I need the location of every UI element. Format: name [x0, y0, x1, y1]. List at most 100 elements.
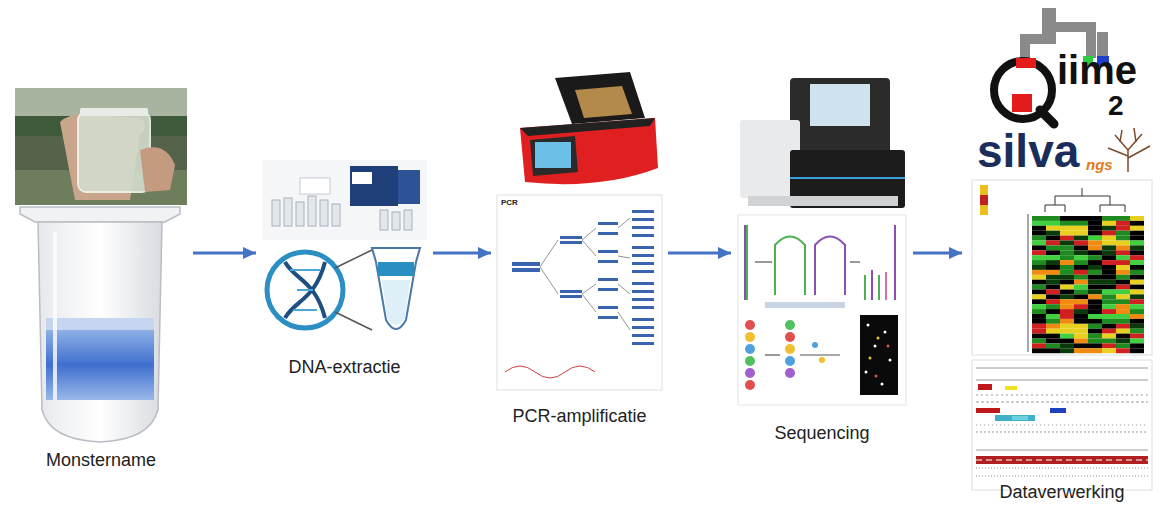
heatmap-cell	[1130, 314, 1144, 319]
heatmap-cell	[1046, 231, 1060, 236]
stage-caption: Dataverwerking	[964, 481, 1160, 503]
heatmap-cell	[1116, 221, 1130, 226]
heatmap-cell	[1130, 275, 1144, 280]
heatmap-cell	[1116, 304, 1130, 309]
heatmap-cell	[1130, 265, 1144, 270]
heatmap-cell	[1060, 324, 1074, 329]
heatmap-cell	[1116, 324, 1130, 329]
heatmap-cell	[1116, 343, 1130, 348]
heatmap-cell	[1088, 270, 1102, 275]
heatmap-cell	[1032, 241, 1046, 246]
heatmap-cell	[1046, 241, 1060, 246]
heatmap-cell	[1130, 299, 1144, 304]
heatmap-cell	[1130, 216, 1144, 221]
heatmap-cell	[1088, 250, 1102, 255]
heatmap-cell	[1116, 348, 1130, 353]
heatmap-cell	[1102, 275, 1116, 280]
spin-column	[20, 207, 180, 442]
heatmap-cell	[1130, 294, 1144, 299]
heatmap-cell	[1074, 226, 1088, 231]
heatmap-cell	[1130, 319, 1144, 324]
heatmap-cell	[1046, 280, 1060, 285]
heatmap-cell	[1060, 329, 1074, 334]
heatmap-cell	[1102, 216, 1116, 221]
heatmap-cell	[1116, 255, 1130, 260]
sequencing-scheme	[738, 215, 906, 405]
heatmap-cell	[1088, 285, 1102, 290]
logo-number: 2	[1108, 92, 1124, 120]
heatmap-cell	[1088, 236, 1102, 241]
heatmap-cell	[1046, 343, 1060, 348]
heatmap-cell	[1102, 255, 1116, 260]
heatmap-cell	[1116, 290, 1130, 295]
heatmap-cell	[1032, 265, 1046, 270]
heatmap-cell	[1088, 299, 1102, 304]
heatmap-cell	[1102, 339, 1116, 344]
heatmap-cell	[1060, 216, 1074, 221]
heatmap-cell	[1046, 319, 1060, 324]
heatmap-cell	[1088, 290, 1102, 295]
heatmap-cell	[1046, 255, 1060, 260]
heatmap-cell	[1116, 250, 1130, 255]
heatmap-cell	[1074, 299, 1088, 304]
heatmap-cell	[1060, 226, 1074, 231]
heatmap-cell	[1074, 231, 1088, 236]
heatmap-cell	[1032, 329, 1046, 334]
heatmap-cell	[1060, 265, 1074, 270]
logo-subtext: ngs	[1086, 157, 1113, 172]
heatmap-cell	[1046, 339, 1060, 344]
heatmap-cell	[1088, 319, 1102, 324]
sequencer	[740, 78, 905, 208]
heatmap-cell	[1032, 270, 1046, 275]
heatmap-cell	[1032, 319, 1046, 324]
heatmap-cell	[1088, 226, 1102, 231]
heatmap-cell	[1116, 334, 1130, 339]
heatmap-cell	[1074, 236, 1088, 241]
heatmap-cell	[1102, 348, 1116, 353]
heatmap-cell	[1116, 231, 1130, 236]
logo-text: iime	[1057, 50, 1137, 90]
heatmap-cell	[1088, 294, 1102, 299]
heatmap-cell	[1074, 309, 1088, 314]
heatmap-cell	[1074, 304, 1088, 309]
heatmap-cell	[1046, 216, 1060, 221]
heatmap-cell	[1088, 334, 1102, 339]
heatmap-cell	[1088, 275, 1102, 280]
heatmap-cell	[1060, 241, 1074, 246]
heatmap-cell	[1116, 339, 1130, 344]
heatmap-cell	[1032, 236, 1046, 241]
heatmap-cell	[1060, 255, 1074, 260]
heatmap-cell	[1088, 260, 1102, 265]
heatmap-cell	[1074, 255, 1088, 260]
heatmap-cell	[1060, 231, 1074, 236]
heatmap-cell	[1088, 329, 1102, 334]
heatmap-cell	[1032, 245, 1046, 250]
diagram-title: PCR	[501, 199, 518, 207]
heatmap-cell	[1046, 304, 1060, 309]
heatmap-cell	[1102, 294, 1116, 299]
heatmap-cell	[1060, 270, 1074, 275]
heatmap-cell	[1088, 309, 1102, 314]
heatmap-cell	[1032, 260, 1046, 265]
silva-tree-icon	[1108, 128, 1150, 172]
dna-icon	[267, 248, 420, 330]
heatmap-cell	[1074, 339, 1088, 344]
heatmap-cell	[1032, 290, 1046, 295]
extraction-kit	[262, 160, 427, 240]
heatmap-cell	[1046, 290, 1060, 295]
heatmap-cell	[1102, 299, 1116, 304]
heatmap-cell	[1116, 314, 1130, 319]
stage-caption: DNA-extractie	[258, 356, 431, 378]
heatmap-cell	[1130, 280, 1144, 285]
thermal-cycler	[520, 72, 658, 184]
heatmap-cell	[1130, 304, 1144, 309]
heatmap	[972, 180, 1152, 355]
heatmap-cell	[1088, 314, 1102, 319]
heatmap-cell	[1074, 275, 1088, 280]
heatmap-cell	[1102, 285, 1116, 290]
stage-pcr: PCR-amplificatie	[493, 75, 666, 430]
heatmap-cell	[1130, 260, 1144, 265]
